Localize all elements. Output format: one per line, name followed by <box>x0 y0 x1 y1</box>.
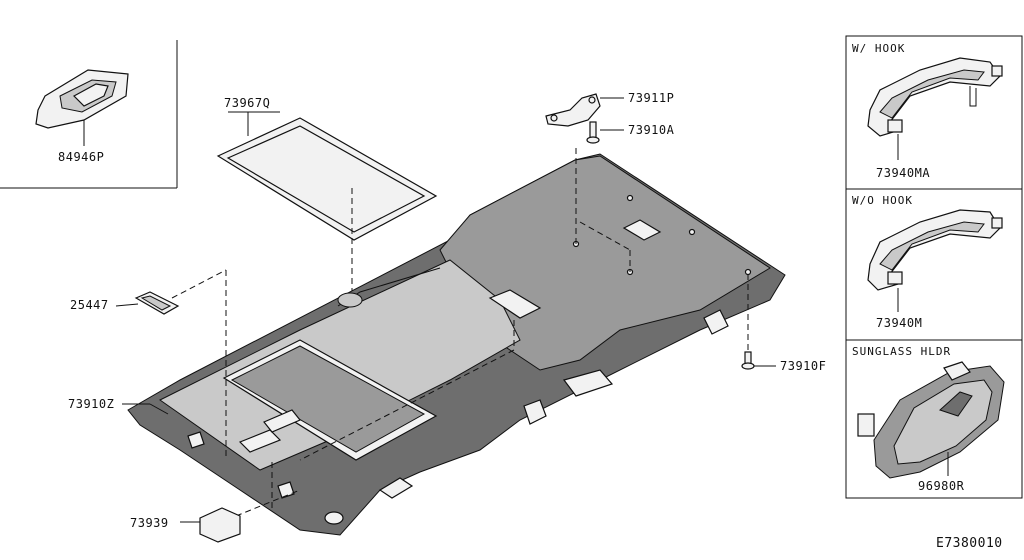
part-label-73910f: 73910F <box>780 359 827 373</box>
inset-frame-right-panels <box>845 35 1023 499</box>
sunglass-holder-drawing <box>857 361 1005 479</box>
diagram-code: E7380010 <box>936 536 1003 551</box>
box-title-with-hook: W/ HOOK <box>852 42 906 55</box>
sensor-25447-drawing <box>115 291 180 315</box>
assist-grip-with-hook-drawing <box>867 57 1003 160</box>
bracket-73911p-drawing <box>545 93 624 127</box>
box-title-sunglass-holder: SUNGLASS HLDR <box>852 345 952 358</box>
box-title-without-hook: W/O HOOK <box>852 194 913 207</box>
sunroof-seal-73967q-drawing <box>216 111 438 300</box>
clip-84946p-drawing <box>35 69 129 146</box>
part-label-73967q: 73967Q <box>224 96 271 110</box>
part-label-73940m: 73940M <box>876 316 923 330</box>
pad-73939-drawing <box>180 507 241 543</box>
part-label-73940ma: 73940MA <box>876 166 931 180</box>
screw-73910a-drawing <box>586 121 624 144</box>
part-label-73911p: 73911P <box>628 91 675 105</box>
headliner-drawing <box>127 148 786 536</box>
assist-grip-without-hook-drawing <box>867 209 1003 312</box>
part-label-84946p: 84946P <box>58 150 105 164</box>
leader-73910z-tip <box>149 403 169 415</box>
inset-frame-84946p <box>0 40 178 189</box>
part-label-73910a: 73910A <box>628 123 675 137</box>
part-label-96980r: 96980R <box>918 479 965 493</box>
clip-73910f-drawing <box>741 351 776 370</box>
part-label-25447: 25447 <box>70 298 109 312</box>
part-label-73910z: 73910Z <box>68 397 115 411</box>
part-label-73939: 73939 <box>130 516 169 530</box>
